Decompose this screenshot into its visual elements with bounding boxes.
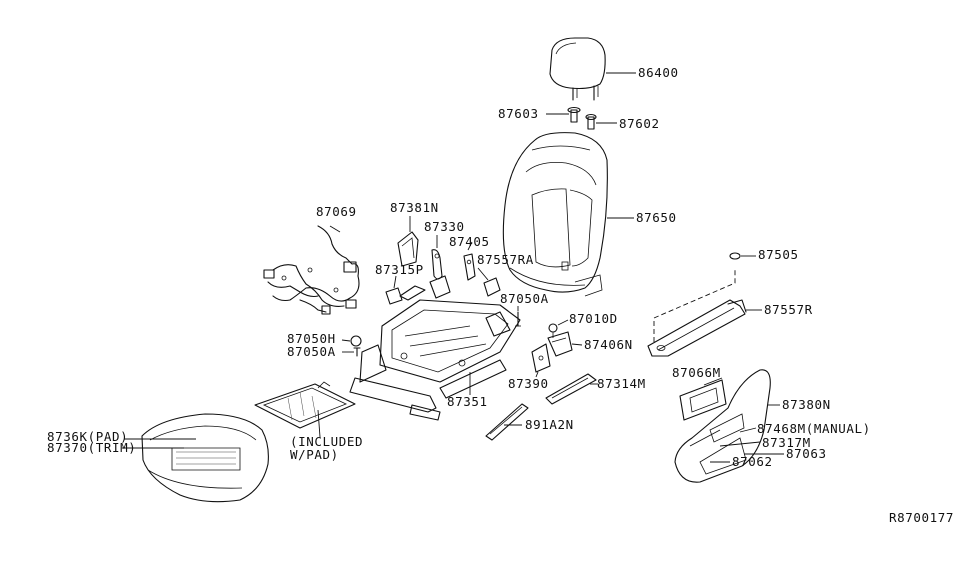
label-87370-trim: 87370(TRIM): [47, 440, 136, 455]
label-87405: 87405: [449, 234, 490, 249]
headrest-guide-parts: [567, 106, 597, 130]
part-labels: 86400 87603 87602 87650 87069 87381N 873…: [47, 65, 954, 525]
label-87317m: 87317M: [762, 435, 811, 450]
label-87602: 87602: [619, 116, 660, 131]
label-87381n: 87381N: [390, 200, 439, 215]
label-87650: 87650: [636, 210, 677, 225]
label-87330: 87330: [424, 219, 465, 234]
label-87314m: 87314M: [597, 376, 646, 391]
label-87390: 87390: [508, 376, 549, 391]
label-87380n: 87380N: [782, 397, 831, 412]
label-87406n: 87406N: [584, 337, 633, 352]
cover-87314m-part: [545, 373, 597, 405]
label-included-1: (INCLUDED: [290, 434, 363, 449]
switch-87066m-part: [679, 379, 727, 421]
label-87050a-top: 87050A: [500, 291, 549, 306]
fastener-87050h: [350, 335, 362, 347]
headrest-part: [549, 37, 606, 101]
lever-87330-part: [431, 249, 443, 280]
label-87468m: 87468M(MANUAL): [757, 421, 871, 436]
label-87351: 87351: [447, 394, 488, 409]
clip-87557ra-part: [483, 277, 501, 297]
label-8736k-pad: 8736K(PAD): [47, 429, 128, 444]
seat-frame-part: [349, 275, 521, 421]
reference-code: R8700177: [889, 510, 954, 525]
bracket-87405-part: [463, 253, 476, 281]
cushion-part: [141, 413, 269, 503]
cover-87381n-part: [397, 231, 419, 267]
bracket-87390-part: [531, 343, 551, 373]
bolt-87050a-top: [515, 311, 521, 327]
label-included-2: W/PAD): [290, 447, 339, 462]
clip-87505-part: [729, 252, 741, 260]
label-891a2n: 891A2N: [525, 417, 574, 432]
label-87315p: 87315P: [375, 262, 424, 277]
label-87557r: 87557R: [764, 302, 813, 317]
side-cover-87380n-part: [674, 369, 771, 483]
wire-harness-part: [263, 225, 360, 315]
fastener-87050a: [353, 347, 361, 357]
rail-cover-87557r-part: [647, 270, 747, 357]
bracket-87315p-part: [385, 287, 403, 305]
bracket-87406n-part: [547, 331, 573, 357]
label-87505: 87505: [758, 247, 799, 262]
label-87062: 87062: [732, 454, 773, 469]
cushion-heater-part: [254, 381, 356, 429]
seatback-part: [502, 132, 608, 297]
label-87603: 87603: [498, 106, 539, 121]
label-87066m: 87066M: [672, 365, 721, 380]
label-87557ra: 87557RA: [477, 252, 534, 267]
label-86400: 86400: [638, 65, 679, 80]
bracket-891a2n-part: [485, 403, 529, 441]
label-87063: 87063: [786, 446, 827, 461]
label-87050a: 87050A: [287, 344, 336, 359]
label-87010d: 87010D: [569, 311, 618, 326]
label-87050h: 87050H: [287, 331, 336, 346]
label-87069: 87069: [316, 204, 357, 219]
